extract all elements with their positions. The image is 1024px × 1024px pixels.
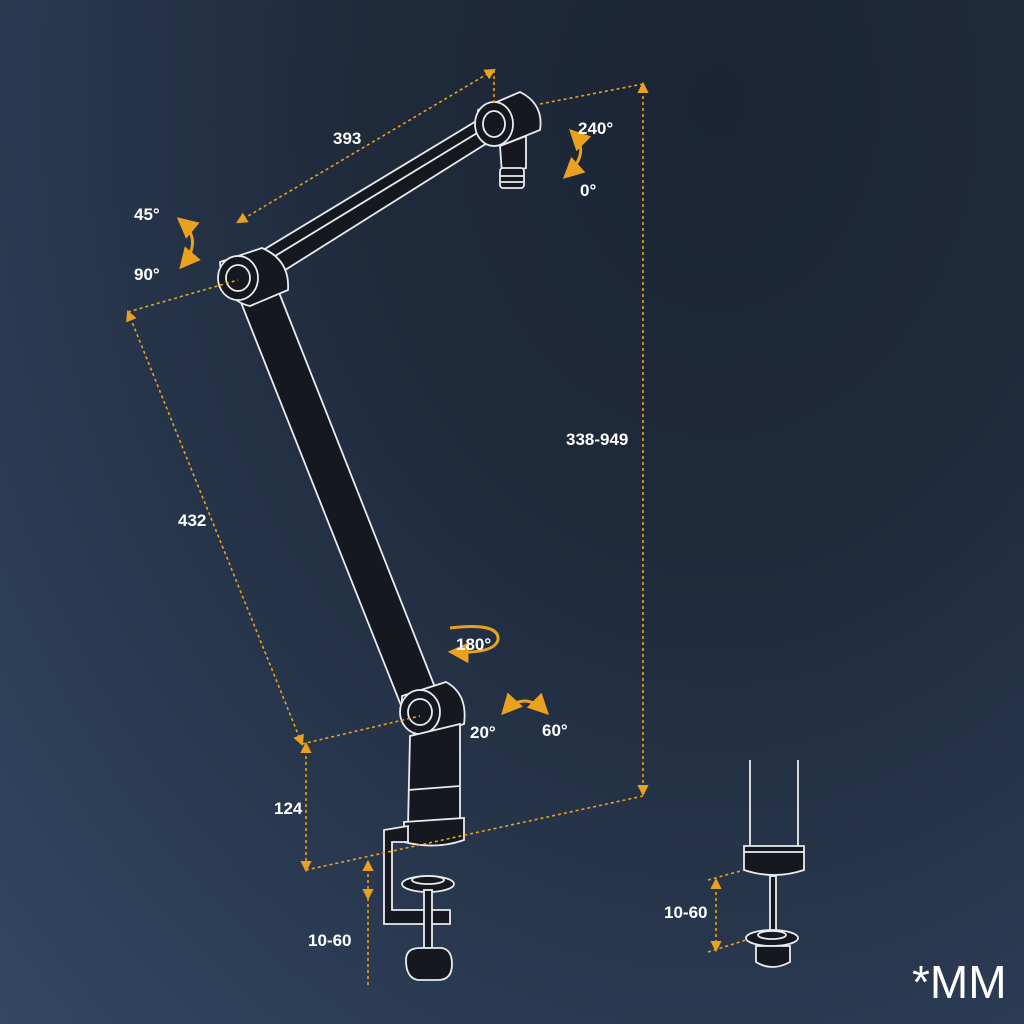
clamp-range-label: 10-60: [308, 931, 351, 950]
lower-arm: [238, 288, 442, 710]
base-rotation-arrow: [501, 692, 549, 716]
elbow-angle-b-label: 90°: [134, 265, 160, 284]
swivel-angle-label: 180°: [456, 635, 491, 654]
base-height-label: 124: [274, 799, 303, 818]
elbow-joint: [217, 247, 289, 307]
base-max-angle-label: 60°: [542, 721, 568, 740]
head-rotation-arrow: [562, 129, 592, 179]
upper-arm-dimension-line: [236, 68, 496, 224]
unit-label: *MM: [912, 956, 1007, 1008]
head-joint: [474, 91, 542, 189]
head-max-angle-label: 240°: [578, 119, 613, 138]
grommet-mount: [743, 760, 805, 968]
lower-arm-length-label: 432: [178, 511, 206, 530]
dimension-lines: [126, 68, 747, 985]
grommet-range-label: 10-60: [664, 903, 707, 922]
head-min-angle-label: 0°: [580, 181, 596, 200]
base-joint: [399, 681, 466, 739]
upper-arm: [248, 118, 494, 284]
base-post: [403, 722, 465, 847]
base-min-angle-label: 20°: [470, 723, 496, 742]
upper-arm-length-label: 393: [333, 129, 361, 148]
rotation-arrows: [176, 129, 592, 716]
elbow-rotation-arrow: [176, 217, 201, 270]
total-height-label: 338-949: [566, 430, 628, 449]
elbow-angle-a-label: 45°: [134, 205, 160, 224]
labels: 393 432 338-949 124 10-60 10-60 240° 0° …: [134, 119, 1007, 1008]
desk-clamp: [383, 824, 455, 981]
swivel-rotation-arrow: [447, 625, 500, 664]
